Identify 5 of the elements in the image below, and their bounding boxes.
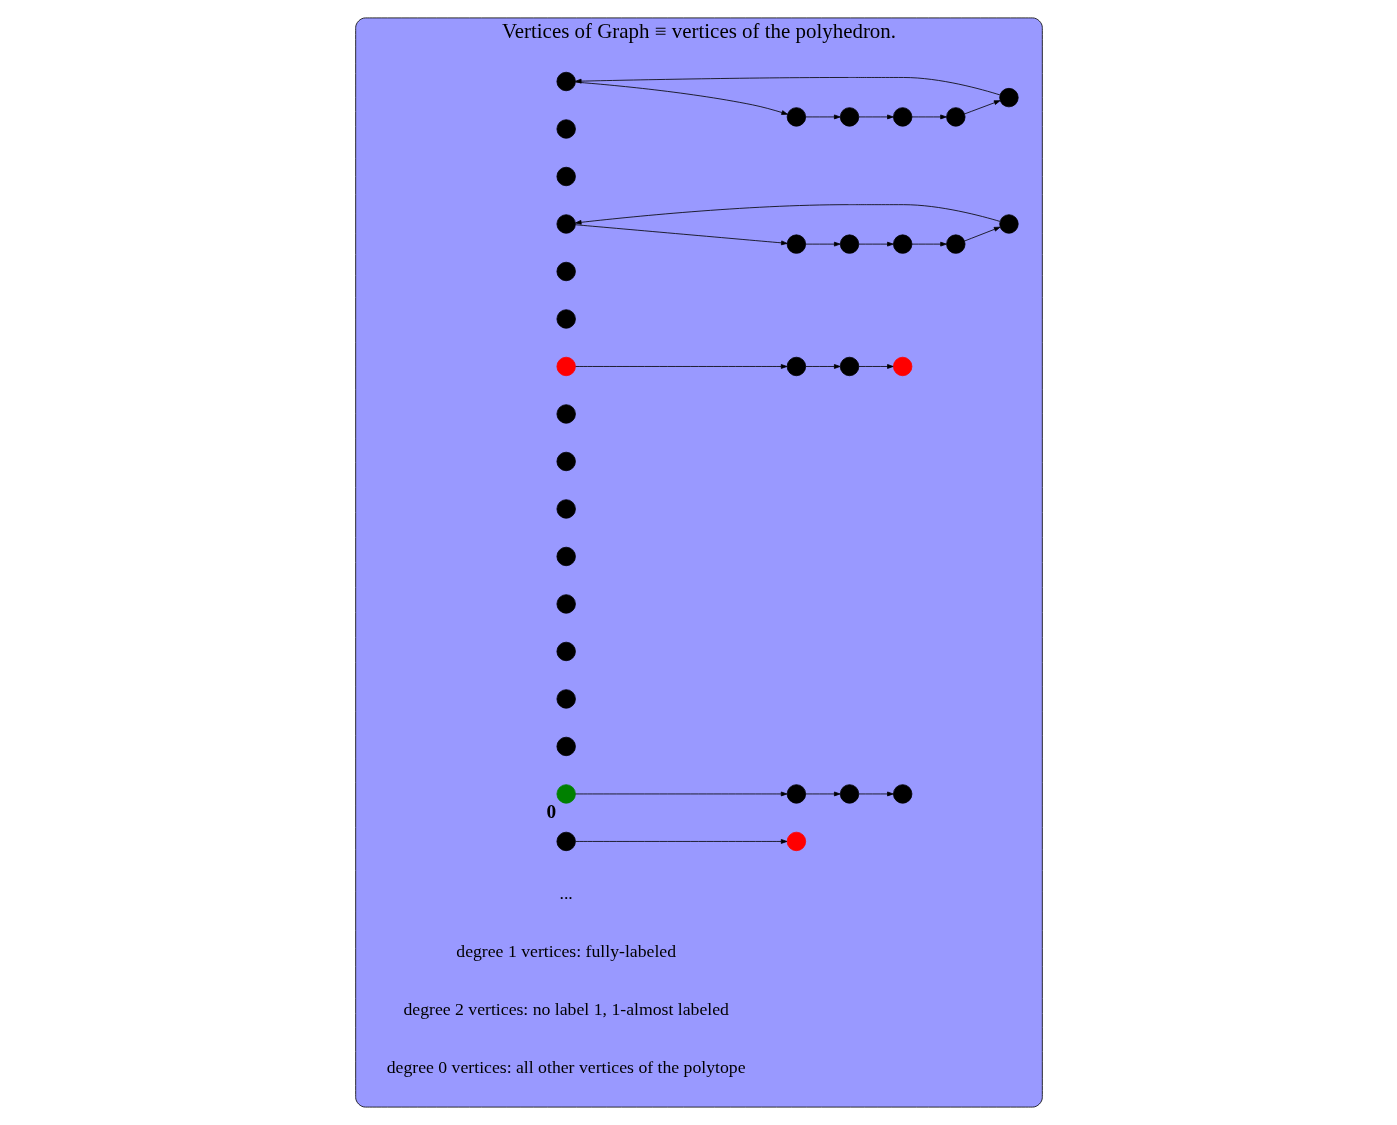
label: ...	[559, 883, 573, 904]
label: degree 1 vertices: fully-labeled	[455, 941, 676, 962]
label: degree 2 vertices: no label 1, 1-almost labeled	[402, 999, 729, 1019]
label: degree 0 vertices: all other vertices of the polytope	[386, 1056, 746, 1077]
node-label: 0	[545, 800, 556, 822]
